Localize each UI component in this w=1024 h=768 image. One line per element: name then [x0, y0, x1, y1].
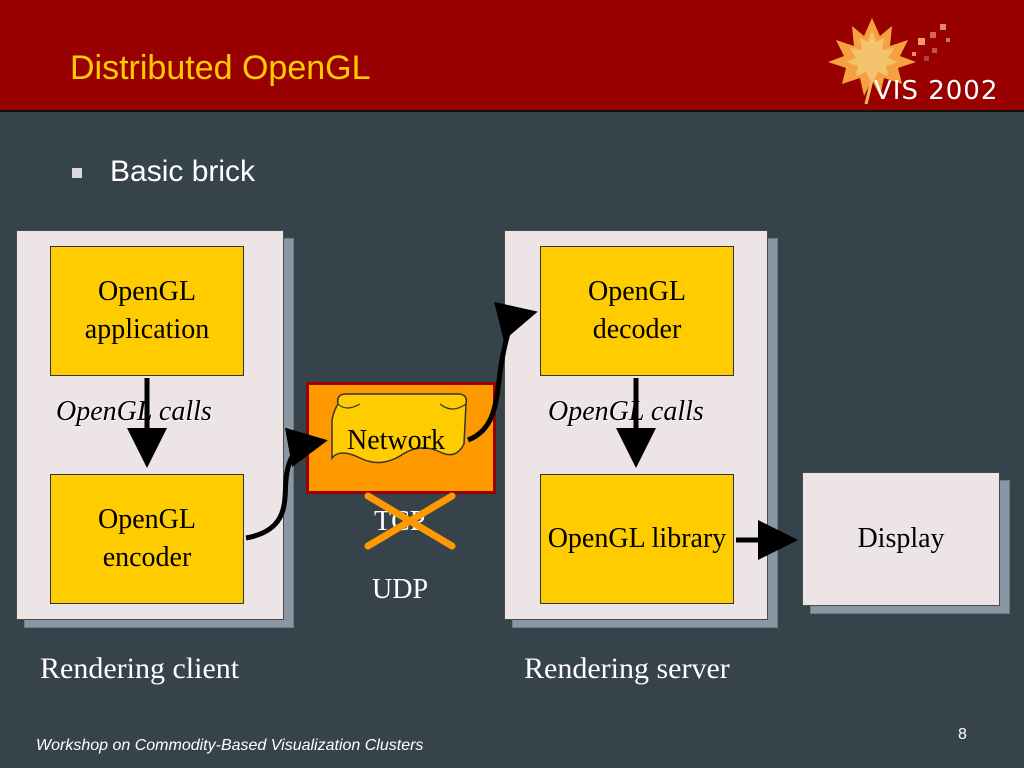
- rendering-client-caption: Rendering client: [40, 652, 240, 685]
- network-label: Network: [347, 425, 445, 456]
- display-label: Display: [857, 523, 945, 554]
- bullet-text: Basic brick: [110, 155, 256, 188]
- logo-text: VIS 2002: [874, 76, 999, 106]
- opengl-application-box: OpenGL application: [50, 246, 244, 376]
- maple-leaf-logo-icon: [828, 18, 950, 105]
- display-box: [802, 472, 1000, 606]
- rendering-server-caption: Rendering server: [524, 652, 730, 685]
- slide-title: Distributed OpenGL: [70, 49, 371, 87]
- bullet-square-icon: [72, 168, 82, 178]
- server-opengl-calls-label: OpenGL calls: [548, 396, 704, 427]
- client-opengl-calls-label: OpenGL calls: [56, 396, 212, 427]
- encoder-to-network-arrow: [245, 427, 328, 541]
- footer-text: Workshop on Commodity-Based Visualizatio…: [36, 737, 424, 754]
- opengl-library-box: OpenGL library: [540, 474, 734, 604]
- opengl-encoder-box: OpenGL encoder: [50, 474, 244, 604]
- udp-label: UDP: [372, 574, 429, 605]
- opengl-decoder-box: OpenGL decoder: [540, 246, 734, 376]
- page-number: 8: [958, 726, 967, 743]
- network-to-decoder-arrow: [466, 301, 538, 443]
